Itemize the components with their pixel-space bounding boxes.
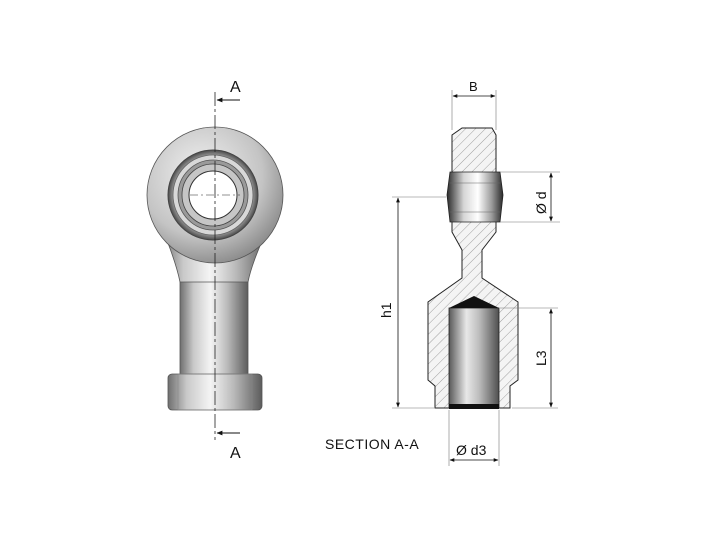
- section-a-a-view: [427, 127, 519, 409]
- dim-d-label: Ø d: [533, 191, 549, 214]
- section-label-top: A: [230, 79, 241, 96]
- section-ball: [446, 171, 504, 223]
- dim-h1-label: h1: [378, 302, 394, 318]
- section-bore: [448, 307, 500, 409]
- bore-drill-tip: [449, 296, 499, 308]
- rod-end-shank: [179, 275, 249, 381]
- section-title: SECTION A-A: [325, 436, 419, 452]
- dim-b-label: B: [469, 79, 478, 94]
- dim-d3-label: Ø d3: [456, 442, 487, 458]
- bore-chamfer: [449, 404, 499, 409]
- section-label-bottom: A: [230, 445, 241, 462]
- dim-l3-label: L3: [533, 350, 549, 366]
